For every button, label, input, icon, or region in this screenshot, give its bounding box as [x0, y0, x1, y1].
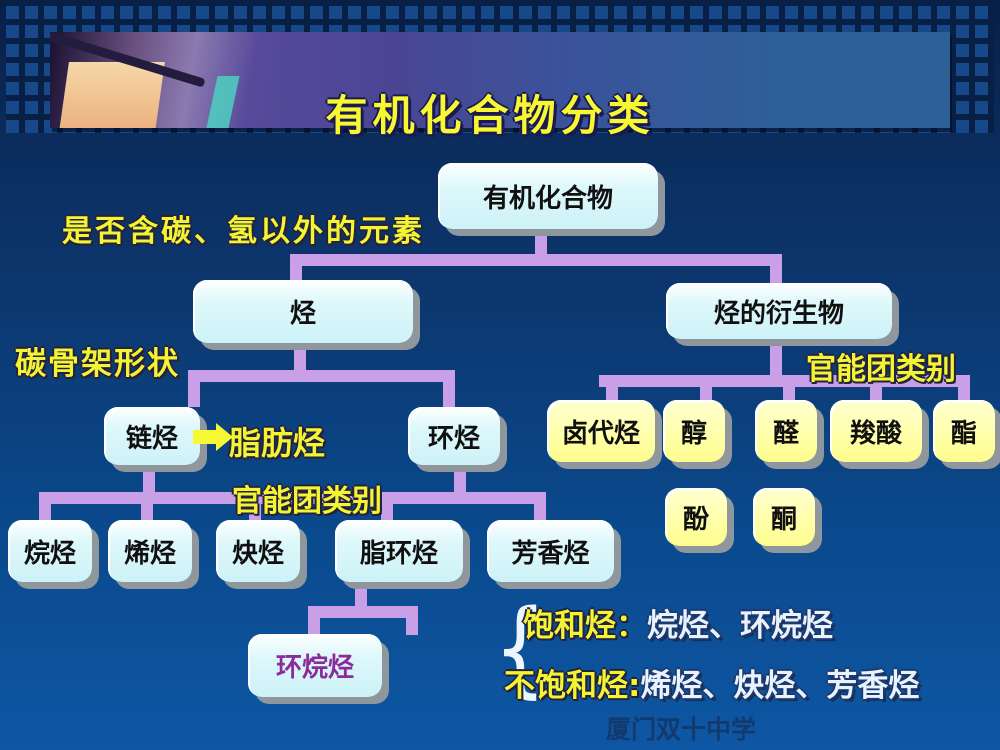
connector-level4-stub: [406, 618, 418, 635]
connector-to-carboxylic: [870, 387, 882, 400]
title-banner: 有机化合物分类: [50, 32, 950, 140]
connector-chain-down: [143, 465, 155, 492]
page-title: 有机化合物分类: [325, 91, 655, 140]
summary-unsaturated-label: 不饱和烃:: [504, 668, 641, 704]
connector-level1-horizontal: [290, 254, 782, 266]
summary-saturated-label: 饱和烃：: [523, 608, 647, 644]
connector-to-cycloalkane: [308, 618, 320, 635]
label-aliphatic: 脂肪烃: [229, 424, 326, 462]
node-aldehyde: 醛: [755, 400, 817, 462]
connector-root-down: [535, 229, 547, 254]
brace-icon: {: [493, 587, 547, 709]
connector-level2-horizontal: [188, 370, 455, 382]
connector-to-chain: [188, 382, 200, 407]
node-derivative: 烃的衍生物: [666, 283, 892, 339]
connector-to-hydrocarbon: [290, 266, 302, 280]
connector-cyclic-down: [454, 465, 466, 492]
node-carboxylic-acid: 羧酸: [830, 400, 922, 462]
connector-to-cyclic: [443, 382, 455, 407]
node-aromatic: 芳香烃: [487, 520, 614, 582]
arrow-head: [216, 423, 233, 451]
connector-to-alkane: [39, 504, 51, 520]
node-alcohol: 醇: [663, 400, 725, 462]
label-functional-group-mid: 官能团类别: [232, 484, 382, 519]
connector-to-alkene: [141, 504, 153, 520]
arrow-shaft: [193, 430, 216, 444]
summary-unsaturated-items: 烯烃、炔烃、芳香烃: [640, 668, 920, 704]
connector-to-halogenated: [606, 387, 618, 400]
label-functional-group-right: 官能团类别: [806, 352, 956, 387]
node-hydrocarbon: 烃: [193, 280, 413, 343]
connector-to-derivative: [770, 266, 782, 283]
label-skeleton-shape: 碳骨架形状: [15, 346, 180, 382]
connector-hydrocarbon-down: [294, 343, 306, 370]
node-alkyne: 炔烃: [216, 520, 300, 582]
connector-alicyclic-down: [355, 582, 367, 607]
connector-level3-horizontal: [39, 492, 546, 504]
node-phenol: 酚: [665, 488, 727, 546]
connector-to-alkyne: [249, 504, 261, 520]
node-cyclic-hydrocarbon: 环烃: [408, 407, 500, 465]
summary-saturated: 饱和烃： 烷烃、环烷烃: [523, 600, 833, 645]
school-name: 厦门双十中学: [606, 715, 757, 744]
node-organic-compound: 有机化合物: [438, 163, 658, 229]
connector-level4-horizontal: [308, 606, 418, 618]
banner-photo: [50, 32, 280, 128]
connector-to-aldehyde: [783, 387, 795, 400]
node-alkene: 烯烃: [108, 520, 192, 582]
node-ester: 酯: [933, 400, 995, 462]
node-ketone: 酮: [753, 488, 815, 546]
connector-to-alcohol: [700, 387, 712, 400]
connector-to-ester: [958, 387, 970, 400]
connector-derivative-horizontal: [599, 375, 970, 387]
node-cycloalkane: 环烷烃: [248, 634, 382, 697]
label-element-question: 是否含碳、氢以外的元素: [62, 214, 425, 249]
connector-to-aromatic: [534, 504, 546, 520]
connector-to-alicyclic: [381, 504, 393, 520]
node-chain-hydrocarbon: 链烃: [104, 407, 200, 465]
summary-saturated-items: 烷烃、环烷烃: [647, 608, 833, 644]
arrow-right-icon: [193, 423, 233, 451]
connector-derivative-down: [770, 339, 782, 375]
node-alkane: 烷烃: [8, 520, 92, 582]
node-halogenated: 卤代烃: [547, 400, 655, 462]
node-alicyclic: 脂环烃: [335, 520, 463, 582]
summary-unsaturated: 不饱和烃: 烯烃、炔烃、芳香烃: [504, 660, 919, 705]
